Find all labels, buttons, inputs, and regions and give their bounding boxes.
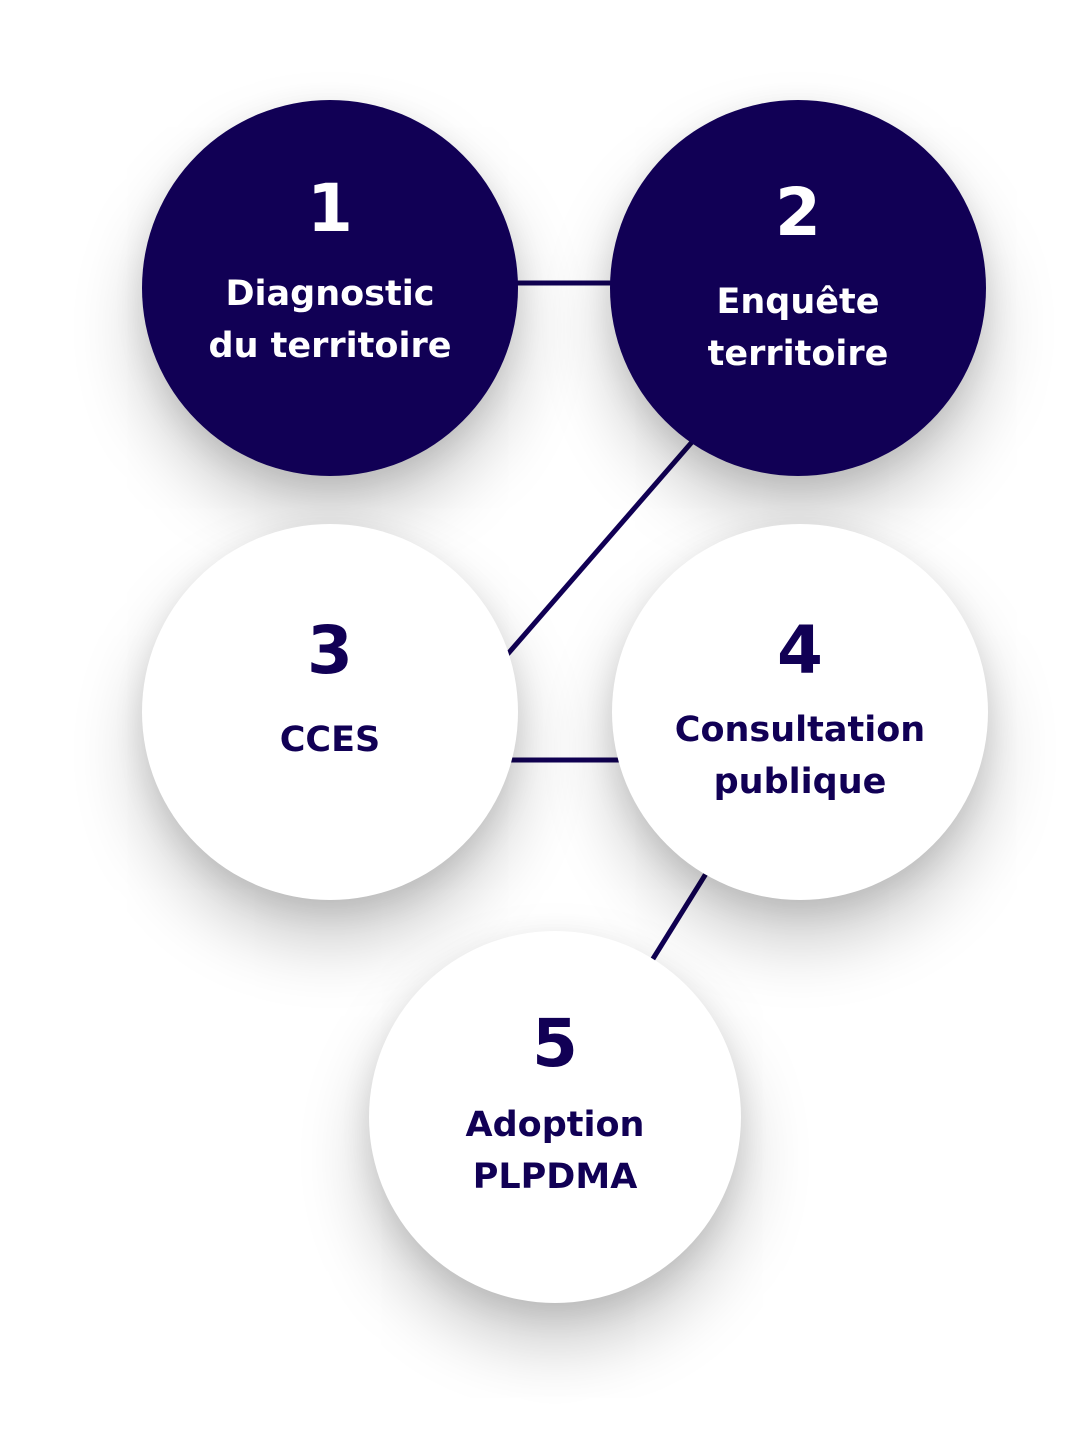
step-label-line: Diagnostic (225, 274, 435, 314)
step-1-diagnostic: 1 Diagnostic du territoire (142, 100, 518, 476)
step-label-line: PLPDMA (472, 1157, 638, 1197)
step-4-consultation: 4 Consultation publique (612, 524, 988, 900)
step-label-line: Consultation (674, 710, 926, 750)
step-label: Diagnostic du territoire (209, 268, 452, 372)
step-label-line: territoire (707, 334, 889, 374)
step-label-line: publique (713, 762, 887, 802)
step-label-line: du territoire (208, 326, 452, 366)
step-label: CCES (280, 714, 381, 766)
step-number: 4 (777, 612, 823, 689)
step-3-cces: 3 CCES (142, 524, 518, 900)
connector-2-3 (504, 440, 694, 658)
step-number: 2 (775, 174, 821, 251)
step-number: 3 (307, 612, 353, 689)
step-label-line: Enquête (716, 282, 880, 322)
step-label: Consultation publique (675, 704, 925, 808)
step-label-line: CCES (279, 720, 381, 760)
step-label: Enquête territoire (708, 276, 889, 380)
step-2-enquete: 2 Enquête territoire (610, 100, 986, 476)
step-number: 5 (532, 1005, 578, 1082)
step-number: 1 (307, 170, 353, 247)
connector-4-5 (648, 870, 710, 964)
step-label-line: Adoption (465, 1105, 645, 1145)
step-5-adoption: 5 Adoption PLPDMA (369, 931, 741, 1303)
step-label: Adoption PLPDMA (466, 1099, 645, 1203)
